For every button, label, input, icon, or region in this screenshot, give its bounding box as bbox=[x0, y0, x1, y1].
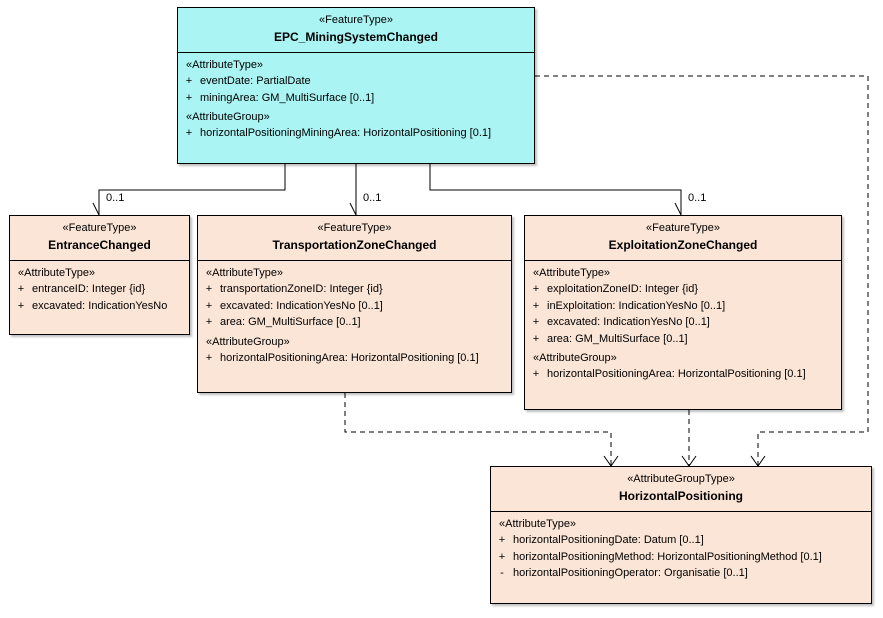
connector-root-exploitation bbox=[429, 164, 682, 215]
attribute-text: eventDate: PartialDate bbox=[200, 74, 311, 87]
arrowhead-hp-1 bbox=[603, 455, 619, 467]
attribute-text: transportationZoneID: Integer {id} bbox=[220, 282, 383, 295]
class-header: «FeatureType» TransportationZoneChanged bbox=[198, 216, 511, 261]
class-body: «AttributeType» + horizontalPositioningD… bbox=[491, 512, 871, 589]
attribute-text: excavated: IndicationYesNo [0..1] bbox=[220, 299, 383, 312]
class-box-entrancechanged[interactable]: «FeatureType» EntranceChanged «Attribute… bbox=[9, 215, 190, 335]
visibility-marker: + bbox=[205, 282, 213, 295]
class-box-horizontalpositioning[interactable]: «AttributeGroupType» HorizontalPositioni… bbox=[490, 466, 872, 604]
class-name: ExploitationZoneChanged bbox=[608, 237, 758, 252]
visibility-marker: + bbox=[532, 299, 540, 312]
class-stereotype: «FeatureType» bbox=[319, 14, 393, 26]
multiplicity-exploitation: 0..1 bbox=[688, 192, 707, 204]
arrowhead-entrance bbox=[92, 202, 100, 216]
class-box-transportationzonechanged[interactable]: «FeatureType» TransportationZoneChanged … bbox=[197, 215, 512, 393]
connector-root-entrance bbox=[98, 164, 286, 215]
attribute-row: + exploitationZoneID: Integer {id} bbox=[525, 281, 841, 298]
class-box-epc-miningsystemchanged[interactable]: «FeatureType» EPC_MiningSystemChanged «A… bbox=[177, 7, 535, 164]
attribute-row: + horizontalPositioningMethod: Horizonta… bbox=[491, 549, 871, 566]
section-label: «AttributeGroup» bbox=[206, 336, 290, 349]
visibility-marker: + bbox=[185, 74, 193, 87]
attribute-row: + horizontalPositioningMiningArea: Horiz… bbox=[178, 125, 534, 142]
attribute-row: + excavated: IndicationYesNo [0..1] bbox=[525, 314, 841, 331]
visibility-marker: + bbox=[532, 368, 540, 381]
class-name: EPC_MiningSystemChanged bbox=[273, 29, 439, 44]
attribute-text: horizontalPositioningArea: HorizontalPos… bbox=[220, 352, 479, 365]
multiplicity-entrance: 0..1 bbox=[106, 192, 125, 204]
attribute-text: horizontalPositioningMiningArea: Horizon… bbox=[200, 127, 492, 140]
class-stereotype: «FeatureType» bbox=[317, 222, 392, 234]
visibility-marker: + bbox=[205, 316, 213, 329]
visibility-marker: + bbox=[532, 333, 540, 346]
attribute-text: inExploitation: IndicationYesNo [0..1] bbox=[547, 299, 726, 312]
attribute-text: excavated: IndicationYesNo bbox=[32, 299, 168, 312]
visibility-marker: + bbox=[532, 316, 540, 329]
class-body: «AttributeType» + exploitationZoneID: In… bbox=[525, 261, 841, 389]
section-label: «AttributeType» bbox=[533, 266, 611, 279]
class-stereotype: «FeatureType» bbox=[646, 222, 720, 234]
attribute-row: + area: GM_MultiSurface [0..1] bbox=[525, 331, 841, 348]
attribute-text: horizontalPositioningOperator: Organisat… bbox=[513, 567, 748, 580]
attribute-text: area: GM_MultiSurface [0..1] bbox=[220, 316, 361, 329]
section-label: «AttributeGroup» bbox=[533, 352, 617, 365]
section-label: «AttributeType» bbox=[206, 266, 284, 279]
attribute-row: + excavated: IndicationYesNo bbox=[10, 298, 189, 315]
class-name: EntranceChanged bbox=[48, 237, 151, 252]
visibility-marker: + bbox=[185, 91, 193, 104]
visibility-marker: + bbox=[498, 550, 506, 563]
attribute-text: area: GM_MultiSurface [0..1] bbox=[547, 333, 688, 346]
arrowhead-transportation bbox=[349, 202, 357, 216]
attribute-text: exploitationZoneID: Integer {id} bbox=[547, 282, 699, 295]
attribute-row: + excavated: IndicationYesNo [0..1] bbox=[198, 298, 511, 315]
visibility-marker: + bbox=[17, 282, 25, 295]
section-label: «AttributeType» bbox=[18, 266, 96, 279]
class-header: «FeatureType» ExploitationZoneChanged bbox=[525, 216, 841, 261]
class-box-exploitationzonechanged[interactable]: «FeatureType» ExploitationZoneChanged «A… bbox=[524, 215, 842, 410]
visibility-marker: + bbox=[205, 299, 213, 312]
arrowhead-hp-2 bbox=[681, 455, 697, 467]
class-stereotype: «FeatureType» bbox=[62, 222, 137, 234]
attribute-text: excavated: IndicationYesNo [0..1] bbox=[547, 316, 710, 329]
section-label: «AttributeType» bbox=[186, 58, 264, 71]
multiplicity-transportation: 0..1 bbox=[363, 192, 382, 204]
visibility-marker: + bbox=[17, 299, 25, 312]
class-body: «AttributeType» + transportationZoneID: … bbox=[198, 261, 511, 373]
attribute-text: horizontalPositioningArea: HorizontalPos… bbox=[547, 368, 806, 381]
class-header: «FeatureType» EntranceChanged bbox=[10, 216, 189, 261]
visibility-marker: + bbox=[205, 352, 213, 365]
attribute-row: + miningArea: GM_MultiSurface [0..1] bbox=[178, 90, 534, 107]
attribute-text: horizontalPositioningMethod: HorizontalP… bbox=[513, 550, 822, 563]
section-label: «AttributeType» bbox=[499, 517, 577, 530]
section-label: «AttributeGroup» bbox=[186, 111, 270, 124]
visibility-marker: + bbox=[185, 127, 193, 140]
class-body: «AttributeType» + entranceID: Integer {i… bbox=[10, 261, 189, 321]
class-stereotype: «AttributeGroupType» bbox=[627, 473, 735, 485]
class-header: «AttributeGroupType» HorizontalPositioni… bbox=[491, 467, 871, 512]
class-body: «AttributeType» + eventDate: PartialDate… bbox=[178, 53, 534, 149]
visibility-marker: + bbox=[498, 533, 506, 546]
attribute-row: + eventDate: PartialDate bbox=[178, 73, 534, 90]
attribute-row: + horizontalPositioningArea: HorizontalP… bbox=[198, 350, 511, 367]
attribute-row: - horizontalPositioningOperator: Organis… bbox=[491, 565, 871, 582]
attribute-row: + horizontalPositioningDate: Datum [0..1… bbox=[491, 532, 871, 549]
attribute-text: miningArea: GM_MultiSurface [0..1] bbox=[200, 91, 375, 104]
arrowhead-exploitation bbox=[674, 202, 682, 216]
attribute-text: entranceID: Integer {id} bbox=[32, 282, 146, 295]
visibility-marker: + bbox=[532, 282, 540, 295]
attribute-row: + inExploitation: IndicationYesNo [0..1] bbox=[525, 298, 841, 315]
attribute-row: + area: GM_MultiSurface [0..1] bbox=[198, 314, 511, 331]
attribute-row: + entranceID: Integer {id} bbox=[10, 281, 189, 298]
class-name: HorizontalPositioning bbox=[619, 488, 743, 503]
class-header: «FeatureType» EPC_MiningSystemChanged bbox=[178, 8, 534, 53]
class-name: TransportationZoneChanged bbox=[272, 237, 437, 252]
attribute-text: horizontalPositioningDate: Datum [0..1] bbox=[513, 533, 704, 546]
visibility-marker: - bbox=[500, 567, 504, 580]
arrowhead-hp-3 bbox=[750, 455, 766, 467]
attribute-row: + transportationZoneID: Integer {id} bbox=[198, 281, 511, 298]
attribute-row: + horizontalPositioningArea: HorizontalP… bbox=[525, 366, 841, 383]
